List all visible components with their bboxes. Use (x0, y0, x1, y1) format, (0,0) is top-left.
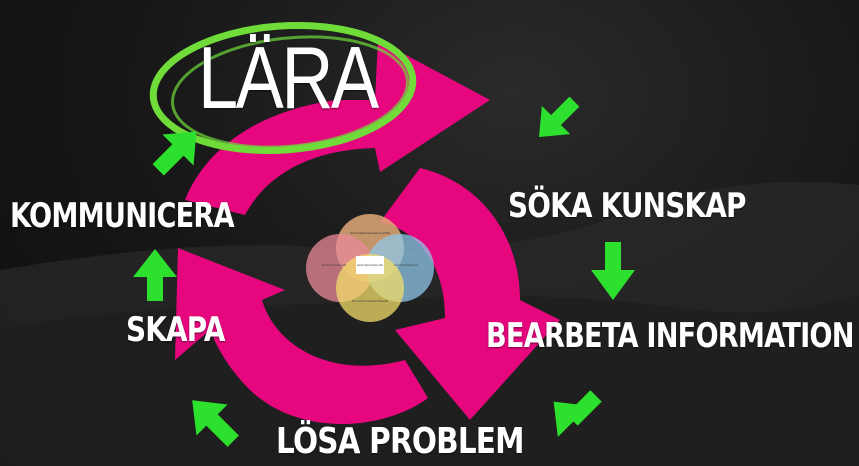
title-lara: LÄRA (198, 28, 379, 127)
venn-circle-bottom (336, 254, 404, 322)
green-arrow (591, 242, 635, 300)
stage-label-create: SKAPA (126, 310, 225, 350)
stage-label-communicate: KOMMUNICERA (10, 196, 235, 236)
stage-label-solve: LÖSA PROBLEM (276, 421, 525, 462)
lime-ellipse-inner (171, 35, 409, 149)
green-arrow (133, 249, 177, 301)
venn-left-text: Att kunna läsa problem och omsätta idéer… (322, 263, 346, 267)
green-arrow (553, 390, 602, 437)
venn-top-text: Att ha ett digitaliseringsperspektiv på … (350, 230, 390, 235)
venn-diagram: Adekvat digital kompetens (ADK) Att ha e… (306, 214, 434, 322)
cycle-arc-left (175, 248, 428, 424)
lime-ellipse (149, 21, 417, 155)
venn-right-text: Att kunna använda och förstå digitala ve… (394, 262, 418, 267)
venn-bottom-text: Att ha ett kritiskt och ansvarsfullt för… (352, 298, 388, 303)
stage-label-search: SÖKA KUNSKAP (508, 186, 746, 226)
green-arrow (152, 131, 197, 176)
green-arrows (133, 96, 635, 447)
green-arrow (192, 400, 239, 447)
stage-label-process: BEARBETA INFORMATION (486, 316, 854, 356)
green-arrow (539, 96, 580, 137)
venn-center-box (356, 256, 384, 274)
cycle-arc-right (380, 168, 560, 420)
venn-center-text: Adekvat digital kompetens (ADK) (357, 263, 383, 267)
